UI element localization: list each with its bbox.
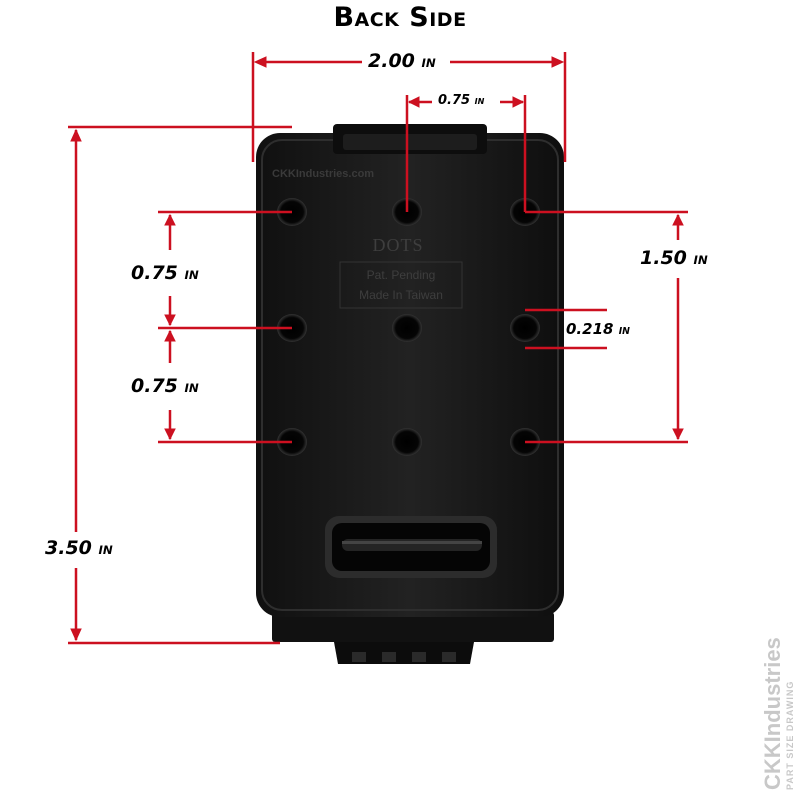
plate-text-dots: DOTS [372, 235, 423, 255]
belt-slot [325, 516, 497, 578]
brand-tagline: PART SIZE DRAWING [785, 681, 795, 790]
belt-plate [256, 133, 564, 617]
label-height-total: 3.50 IN [45, 537, 113, 559]
dimension-lines [68, 52, 688, 645]
brand-logo: CKKIndustries PART SIZE DRAWING [760, 637, 795, 790]
label-hole-spacing-x: 0.75 IN [438, 93, 485, 108]
diagram-title: Back Side [333, 2, 467, 33]
top-notch [333, 124, 487, 154]
brand-name: CKKIndustries [760, 637, 785, 790]
hole [510, 314, 540, 342]
label-hole-diameter: 0.218 IN [566, 320, 630, 338]
hole [392, 314, 422, 342]
watermark-text: CKKIndustries.com [272, 168, 374, 180]
label-hole-spacing-y-bottom: 0.75 IN [131, 375, 199, 397]
label-outer-row-span: 1.50 IN [640, 247, 708, 269]
bottom-clip [272, 612, 554, 664]
label-hole-spacing-y-top: 0.75 IN [131, 262, 199, 284]
plate-text-made: Made In Taiwan [359, 288, 443, 302]
plate-text-pending: Pat. Pending [367, 268, 436, 282]
hole [392, 428, 422, 456]
label-width-total: 2.00 IN [368, 50, 436, 72]
